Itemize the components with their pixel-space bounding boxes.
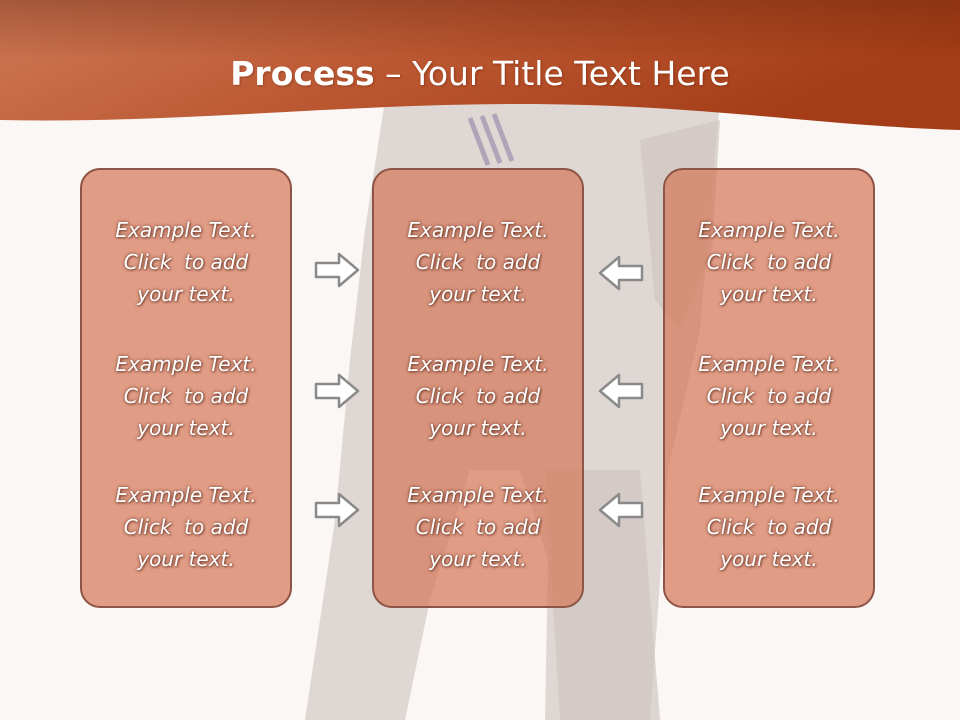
text-line: Example Text. bbox=[698, 483, 840, 507]
text-line: your text. bbox=[720, 547, 818, 571]
arrow-left-icon bbox=[598, 373, 644, 409]
text-line: Example Text. bbox=[115, 218, 257, 242]
text-line: Example Text. bbox=[407, 218, 549, 242]
text-block[interactable]: Example Text. Click to add your text. bbox=[665, 348, 873, 444]
arrow-right-icon bbox=[314, 492, 360, 528]
text-block[interactable]: Example Text. Click to add your text. bbox=[665, 479, 873, 575]
text-line: your text. bbox=[720, 416, 818, 440]
text-block[interactable]: Example Text. Click to add your text. bbox=[82, 479, 290, 575]
text-line: Click to add bbox=[415, 515, 541, 539]
arrow-left-icon bbox=[598, 255, 644, 291]
text-line: your text. bbox=[429, 416, 527, 440]
arrow-right-icon bbox=[314, 373, 360, 409]
text-line: Click to add bbox=[415, 250, 541, 274]
title-rest: – Your Title Text Here bbox=[374, 54, 730, 93]
text-line: your text. bbox=[137, 547, 235, 571]
text-line: Click to add bbox=[706, 250, 832, 274]
process-panel-left[interactable]: Example Text. Click to add your text. Ex… bbox=[80, 168, 292, 608]
title-bold: Process bbox=[230, 54, 375, 93]
text-block[interactable]: Example Text. Click to add your text. bbox=[665, 214, 873, 310]
text-line: Example Text. bbox=[407, 352, 549, 376]
text-line: your text. bbox=[720, 282, 818, 306]
text-line: your text. bbox=[429, 282, 527, 306]
text-block[interactable]: Example Text. Click to add your text. bbox=[374, 214, 582, 310]
slide-title[interactable]: Process – Your Title Text Here bbox=[0, 52, 960, 96]
text-block[interactable]: Example Text. Click to add your text. bbox=[374, 348, 582, 444]
text-line: Example Text. bbox=[407, 483, 549, 507]
arrow-right-icon bbox=[314, 252, 360, 288]
text-block[interactable]: Example Text. Click to add your text. bbox=[374, 479, 582, 575]
process-panel-center[interactable]: Example Text. Click to add your text. Ex… bbox=[372, 168, 584, 608]
text-line: Click to add bbox=[123, 515, 249, 539]
text-block[interactable]: Example Text. Click to add your text. bbox=[82, 214, 290, 310]
process-panel-right[interactable]: Example Text. Click to add your text. Ex… bbox=[663, 168, 875, 608]
text-line: your text. bbox=[137, 416, 235, 440]
text-line: Click to add bbox=[123, 384, 249, 408]
text-line: Click to add bbox=[706, 515, 832, 539]
text-line: Example Text. bbox=[115, 352, 257, 376]
text-line: Example Text. bbox=[115, 483, 257, 507]
header-banner bbox=[0, 0, 960, 130]
text-line: Click to add bbox=[706, 384, 832, 408]
arrow-left-icon bbox=[598, 492, 644, 528]
text-line: Example Text. bbox=[698, 352, 840, 376]
text-line: your text. bbox=[137, 282, 235, 306]
text-line: Click to add bbox=[415, 384, 541, 408]
text-line: Click to add bbox=[123, 250, 249, 274]
text-line: your text. bbox=[429, 547, 527, 571]
text-line: Example Text. bbox=[698, 218, 840, 242]
text-block[interactable]: Example Text. Click to add your text. bbox=[82, 348, 290, 444]
